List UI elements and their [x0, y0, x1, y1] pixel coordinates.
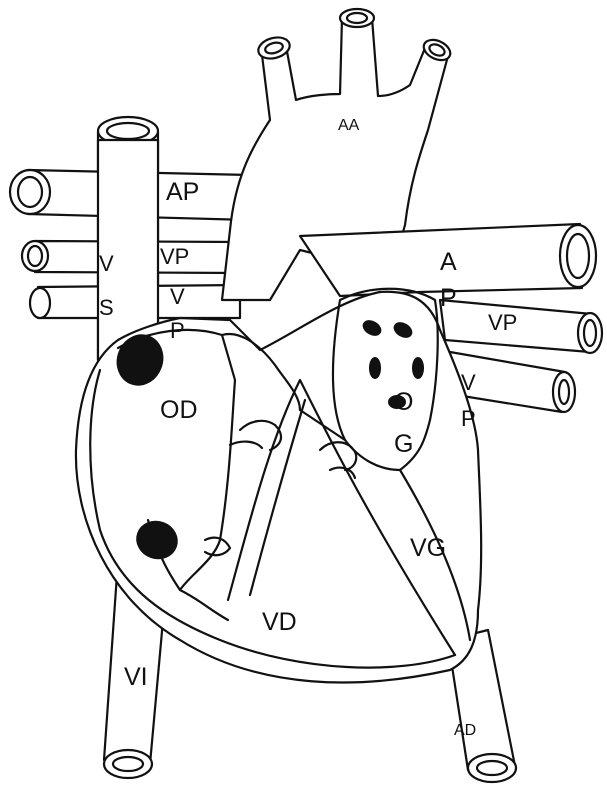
label-vi: VI — [124, 665, 148, 690]
label-p-right-2: P — [461, 408, 476, 430]
label-vp-left: VP — [160, 246, 189, 268]
label-vp-right: VP — [488, 312, 517, 334]
label-s-left: S — [99, 297, 114, 319]
label-aa: AA — [338, 118, 359, 134]
label-od: OD — [160, 398, 198, 423]
label-p-right: P — [440, 286, 457, 311]
label-v-left: V — [99, 253, 114, 275]
label-o: O — [394, 390, 413, 415]
pulmonary-vein-opening-4 — [413, 358, 423, 378]
label-p-left: P — [170, 320, 185, 342]
label-vg: VG — [410, 536, 446, 561]
label-a-right: A — [440, 250, 457, 275]
pulmonary-vein-opening-3 — [370, 358, 380, 378]
label-g: G — [394, 432, 413, 457]
label-vd: VD — [262, 610, 297, 635]
label-ad: AD — [454, 723, 476, 739]
label-v-left-2: V — [170, 286, 185, 308]
label-v-right: V — [461, 372, 476, 394]
label-ap: AP — [166, 180, 199, 205]
